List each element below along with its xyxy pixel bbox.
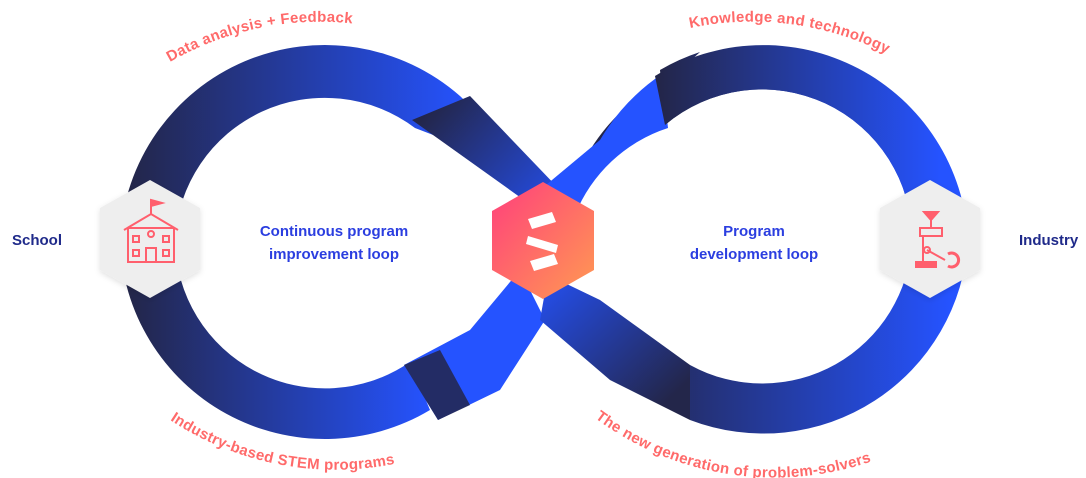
left-loop-line-1: Continuous program: [259, 223, 409, 240]
right-loop-band: [540, 45, 968, 434]
left-loop-label: Continuous program improvement loop: [224, 220, 444, 266]
school-node: [100, 180, 200, 298]
school-building-icon: [123, 198, 179, 263]
left-loop-line-2: improvement loop: [268, 246, 399, 263]
right-loop-line-1: Program: [723, 223, 785, 240]
brand-logo-icon: [526, 212, 558, 271]
left-loop-band: [120, 45, 560, 439]
right-loop-label: Program development loop: [644, 220, 864, 266]
robotic-arm-icon: [915, 211, 961, 269]
school-label: School: [12, 232, 63, 249]
right-loop-line-2: development loop: [689, 246, 819, 263]
center-logo-node: [492, 182, 594, 299]
industry-node: [880, 180, 980, 298]
industry-label: Industry: [1019, 232, 1079, 249]
